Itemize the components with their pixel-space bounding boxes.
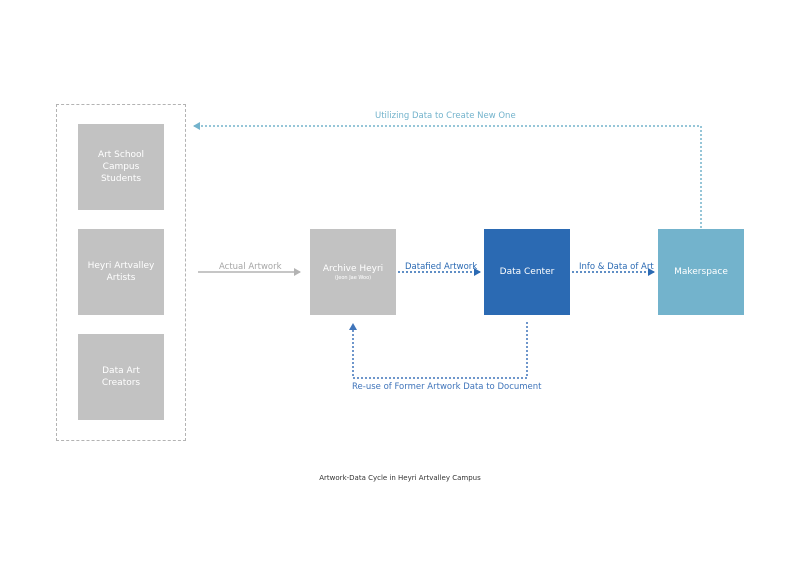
edge-reuse-arrow xyxy=(349,322,528,379)
node-archive-heyri-title: Archive Heyri xyxy=(322,263,384,274)
node-heyri-artists-line-1: Heyri Artvalley xyxy=(87,261,155,271)
node-data-art-creators-line-1: Data Art Creators xyxy=(101,366,141,388)
node-makerspace-title: Makerspace xyxy=(674,267,728,277)
edge-label-info-data: Info & Data of Art xyxy=(579,262,654,272)
creators-group-border xyxy=(56,104,186,441)
node-data-art-creators: Data Art Creators xyxy=(78,334,164,420)
node-art-school-line-1: Art School xyxy=(97,150,145,160)
node-makerspace: Makerspace xyxy=(658,229,744,315)
node-data-center-title: Data Center xyxy=(499,267,555,277)
edge-label-actual-artwork: Actual Artwork xyxy=(219,262,282,272)
node-art-school-line-3: Students xyxy=(100,174,142,184)
edge-utilizing-arrow xyxy=(193,122,702,228)
diagram-caption: Artwork-Data Cycle in Heyri Artvalley Ca… xyxy=(319,474,481,482)
edge-label-reuse: Re-use of Former Artwork Data to Documen… xyxy=(352,382,542,392)
edge-label-datafied-artwork: Datafied Artwork xyxy=(405,262,478,272)
edge-label-utilizing: Utilizing Data to Create New One xyxy=(375,111,516,121)
node-heyri-artists: Heyri Artvalley Artists xyxy=(78,229,164,315)
node-data-center: Data Center xyxy=(484,229,570,315)
node-archive-heyri-subtitle: (Jeon Jae Woo) xyxy=(334,274,372,281)
node-archive-heyri: Archive Heyri (Jeon Jae Woo) xyxy=(310,229,396,315)
node-art-school-line-2: Campus xyxy=(102,162,140,172)
node-heyri-artists-line-2: Artists xyxy=(106,273,136,283)
node-art-school-students: Art School Campus Students xyxy=(78,124,164,210)
